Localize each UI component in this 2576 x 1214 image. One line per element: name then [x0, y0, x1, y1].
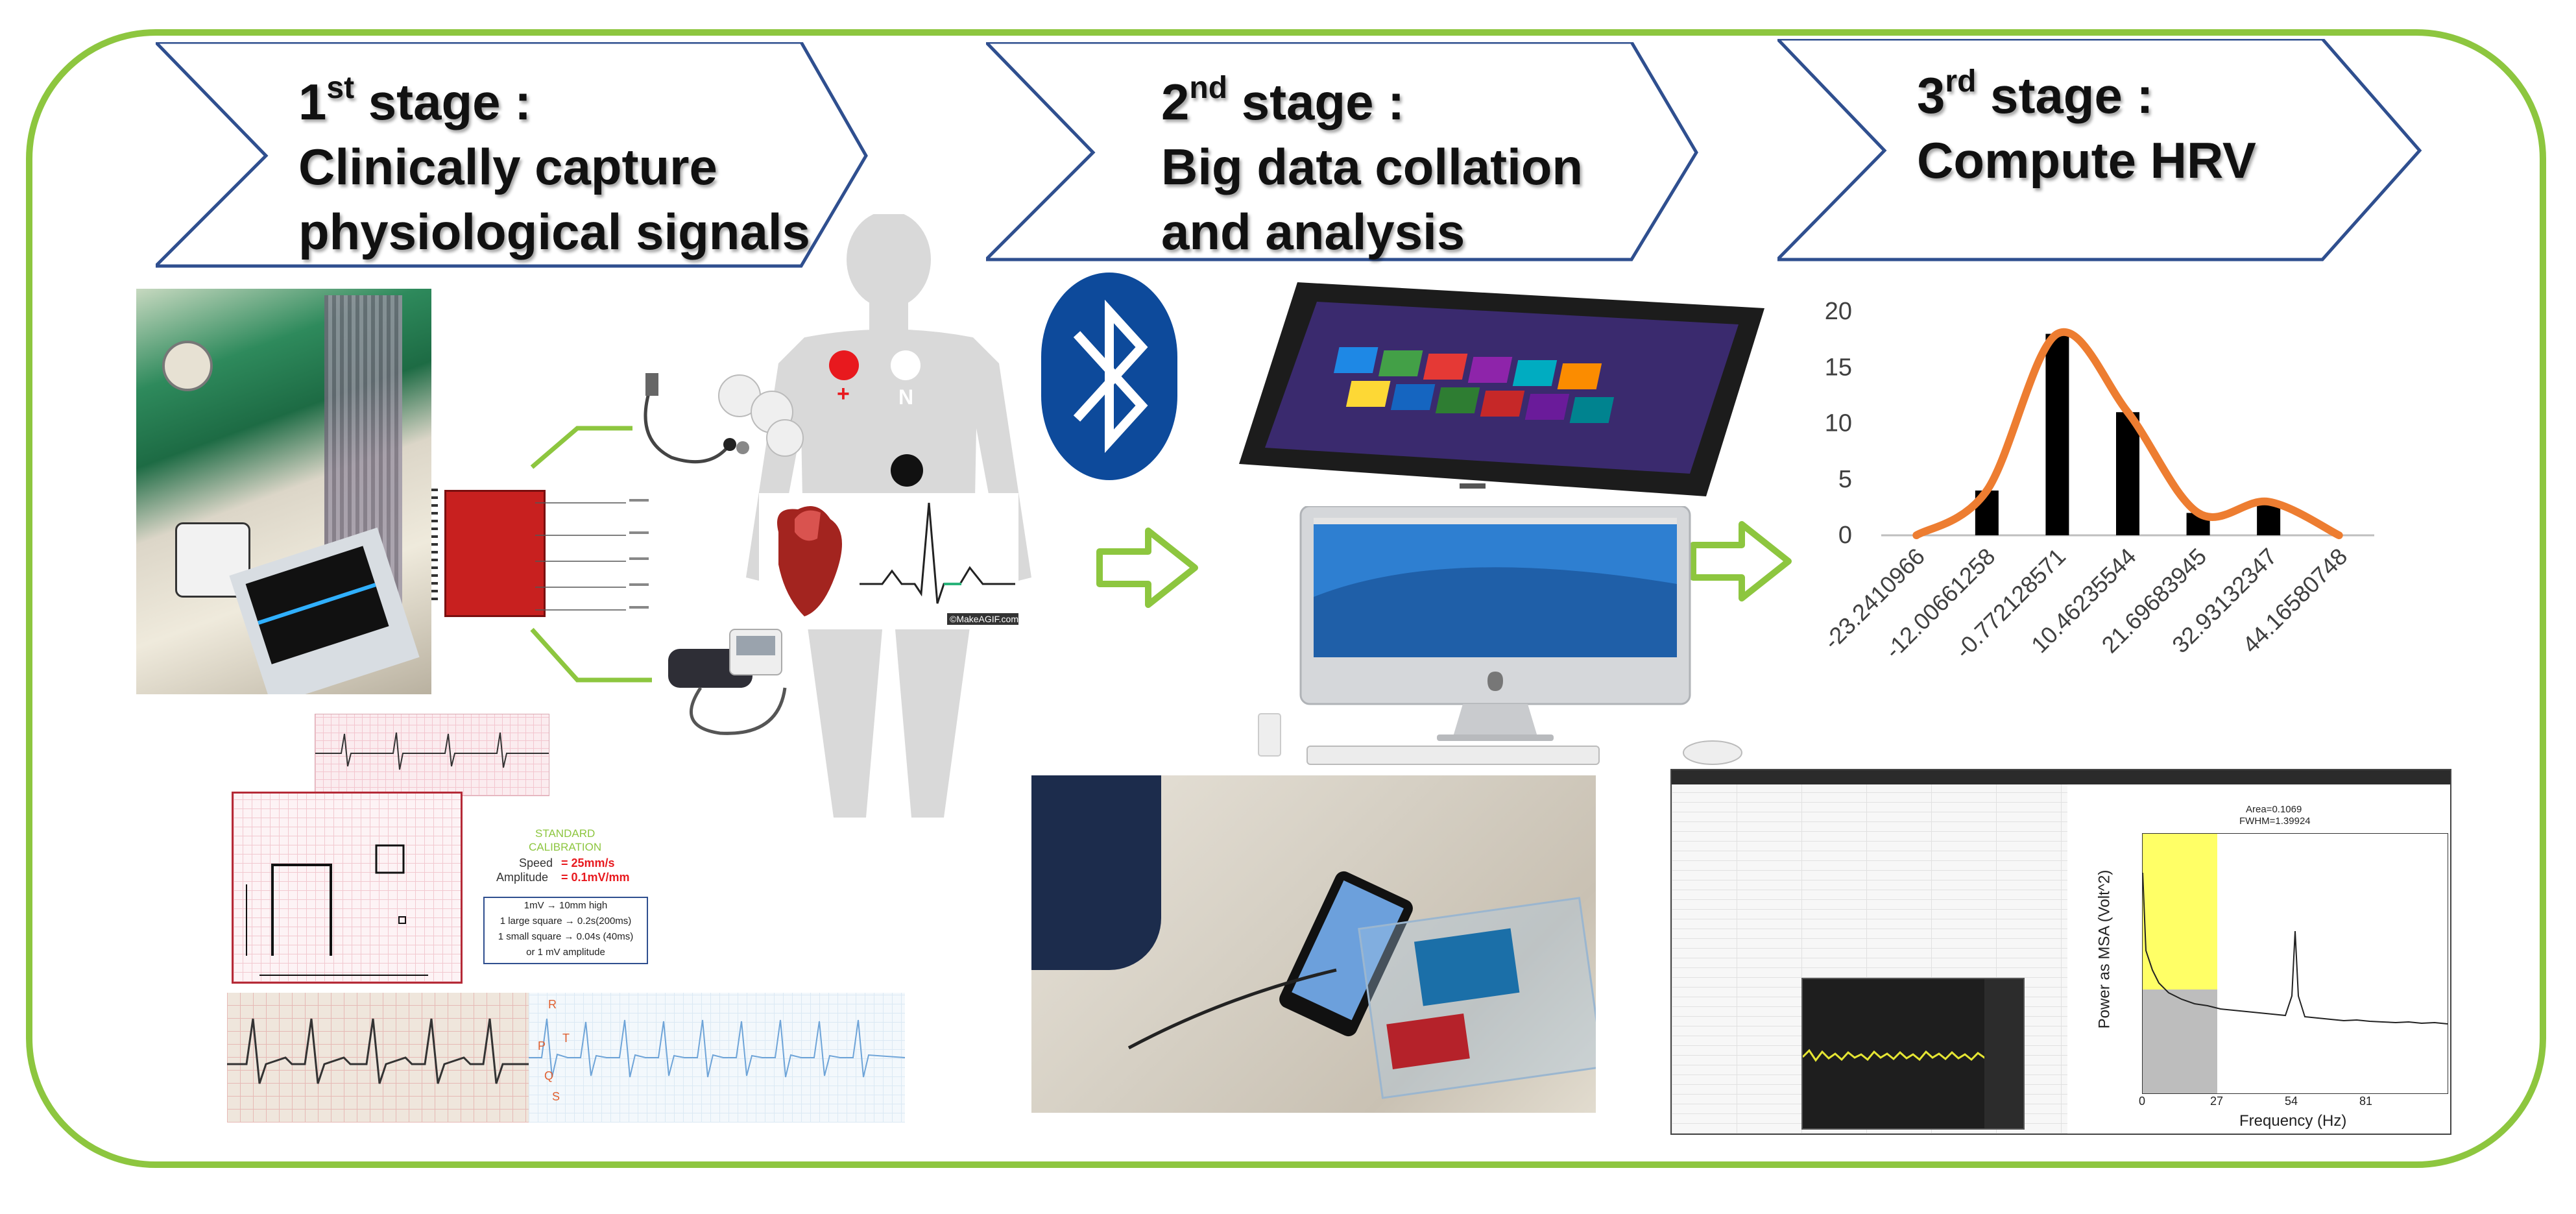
arrow-icon-2	[1690, 521, 1792, 601]
stage-2-banner	[986, 42, 1698, 261]
desktop-computer	[1258, 506, 1742, 765]
ecg-calibration-diagram: STANDARD CALIBRATION Speed = 25mm/s Ampl…	[224, 714, 652, 986]
stage-3-title: 3rd stage : Compute HRV	[1917, 64, 2256, 189]
bluetooth-icon	[1041, 273, 1177, 480]
spectrum-annotation-line1: Area=0.1069	[2246, 804, 2302, 815]
connector-lines	[530, 426, 652, 683]
ecg-label-s: S	[552, 1090, 560, 1103]
histogram-bar-2	[2045, 334, 2069, 535]
software-screenshot: Power as MSA (Volt^2) Area=0.1069 FWHM=1…	[1670, 769, 2451, 1135]
spectrum-xtick-1: 27	[2210, 1095, 2224, 1108]
calibration-amp-label: Amplitude	[496, 871, 549, 884]
histogram-ytick-1: 5	[1838, 466, 1852, 493]
spectrum-xlabel: Frequency (Hz)	[2239, 1112, 2347, 1130]
ecg-electrode-leads	[644, 373, 804, 464]
electrode-ground-marker	[891, 454, 923, 487]
heart-ecg-panel: ©MakeAGIF.com	[759, 493, 1018, 629]
tablet-device	[1239, 282, 1764, 496]
histogram-bar-3	[2116, 412, 2139, 535]
sensor-shield-board	[431, 470, 652, 633]
spectrum-xtick-0: 0	[2139, 1095, 2146, 1108]
stage-2-title: 2nd stage : Big data collation and analy…	[1161, 71, 1583, 260]
spectrum-ylabel: Power as MSA (Volt^2)	[2095, 869, 2113, 1029]
ecg-strip-digital: R T P Q S	[529, 993, 905, 1123]
ecg-strip-photo	[227, 993, 529, 1123]
spectrum-xtick-2: 54	[2285, 1095, 2298, 1108]
blood-pressure-cuff	[668, 629, 787, 735]
hrv-histogram-chart: 05101520-23.2410966-12.00661258-0.772128…	[1818, 298, 2374, 664]
histogram-ytick-4: 20	[1825, 298, 1852, 325]
patient-photo	[136, 289, 431, 694]
histogram-fit-curve	[1912, 328, 2343, 539]
histogram-ytick-3: 15	[1825, 354, 1852, 381]
electrode-plus-marker	[829, 350, 859, 380]
histogram-ytick-0: 0	[1838, 522, 1852, 549]
ecg-credit: ©MakeAGIF.com	[947, 613, 1018, 625]
rounded-frame	[26, 29, 2546, 1168]
electrode-plus-label: +	[837, 382, 850, 406]
calibration-speed-value: = 25mm/s	[561, 856, 615, 869]
spectrum-annotation-line2: FWHM=1.39924	[2239, 816, 2311, 827]
stage-3-banner	[1777, 39, 2422, 261]
stage-1-banner	[156, 42, 868, 268]
histogram-ytick-2: 10	[1825, 410, 1852, 437]
arduino-setup-photo	[1031, 775, 1596, 1113]
calibration-title-line1: STANDARD	[535, 827, 596, 840]
electrode-neutral-marker	[891, 350, 921, 380]
electrode-neutral-label: N	[898, 385, 914, 409]
spectrum-xtick-3: 81	[2359, 1095, 2373, 1108]
ecg-label-r: R	[548, 998, 557, 1011]
calibration-box: 1mV → 10mm high 1 large square → 0.2s(20…	[483, 897, 648, 964]
calibration-amp-value: = 0.1mV/mm	[561, 871, 630, 884]
arrow-icon-1	[1096, 528, 1198, 608]
ecg-label-t: T	[562, 1032, 570, 1045]
ecg-label-p: P	[538, 1039, 546, 1052]
stage-1-title: 1st stage : Clinically capture physiolog…	[298, 71, 810, 260]
ecg-label-q: Q	[544, 1069, 554, 1082]
calibration-title-line2: CALIBRATION	[529, 841, 602, 853]
calibration-speed-label: Speed	[519, 856, 553, 869]
